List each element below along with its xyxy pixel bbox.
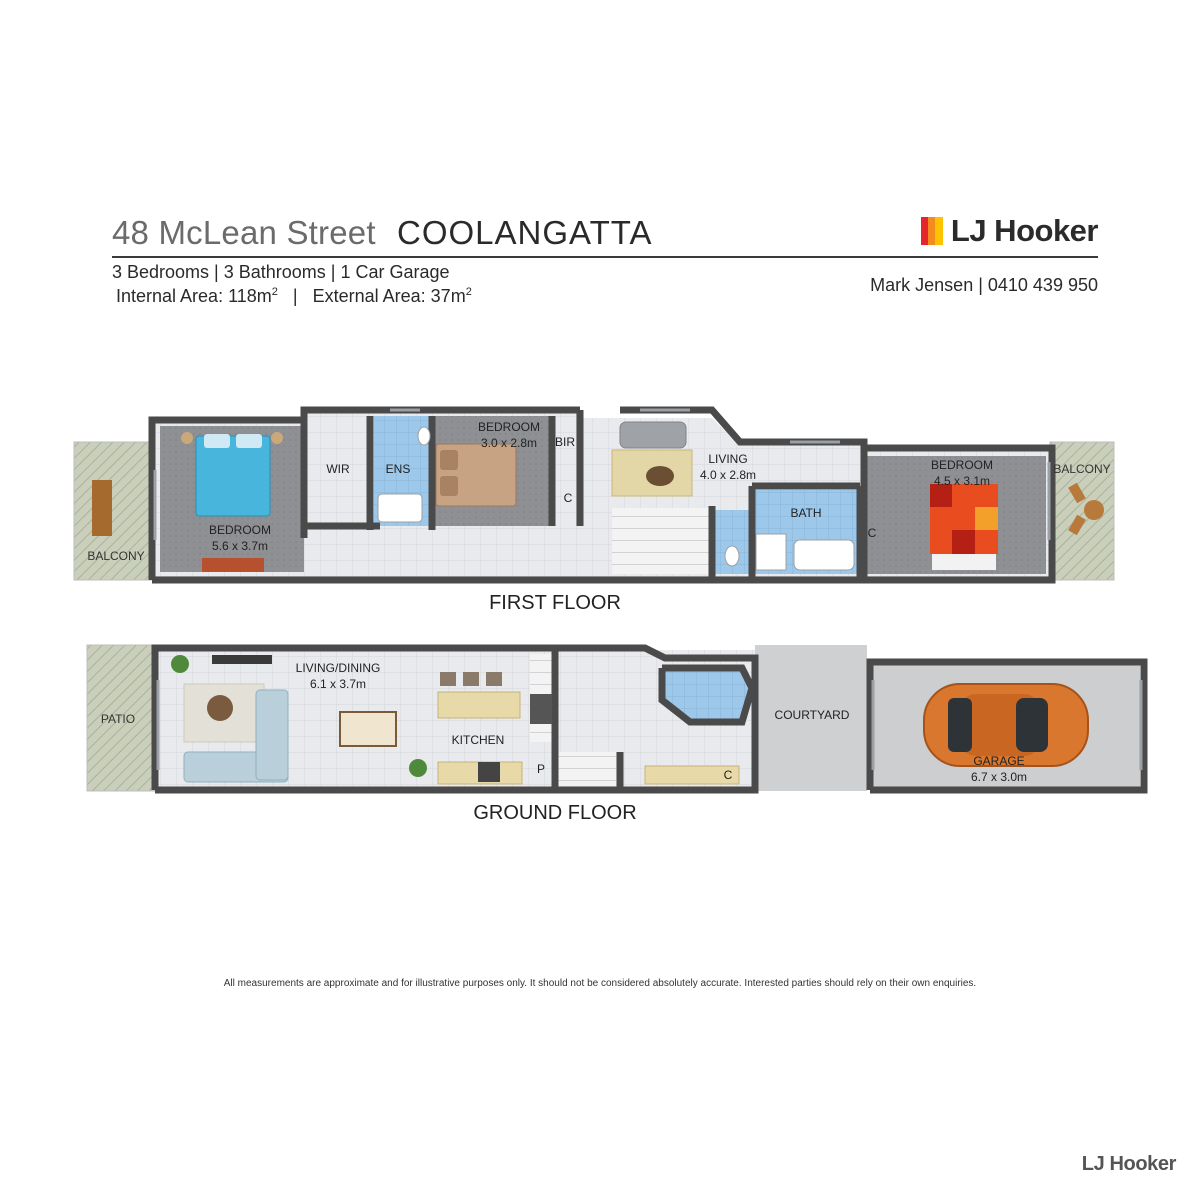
footer-logo: LJ Hooker bbox=[1081, 1153, 1177, 1175]
courtyard bbox=[755, 645, 867, 791]
patio bbox=[86, 644, 156, 792]
ground-floor-walls bbox=[151, 644, 1148, 794]
disclaimer: All measurements are approximate and for… bbox=[223, 978, 977, 989]
header-divider bbox=[112, 256, 1098, 258]
label-kitchen: KITCHEN bbox=[452, 733, 505, 747]
logo-text: LJ Hooker bbox=[950, 213, 1099, 248]
label-living: LIVING bbox=[708, 452, 747, 466]
label-cupboard-1: C bbox=[564, 491, 573, 505]
label-bedroom-3: BEDROOM bbox=[931, 458, 993, 472]
powder-room-floor bbox=[662, 668, 752, 722]
label-ground-cupboard: C bbox=[724, 768, 733, 782]
logo-mark-icon bbox=[920, 217, 943, 245]
living-coffee-table bbox=[646, 466, 674, 486]
label-pantry: P bbox=[537, 762, 545, 776]
property-specs: 3 Bedrooms | 3 Bathrooms | 1 Car Garage bbox=[112, 262, 450, 282]
label-garage: GARAGE bbox=[973, 754, 1024, 768]
label-wir: WIR bbox=[326, 462, 350, 476]
label-master-bedroom-size: 5.6 x 3.7m bbox=[212, 539, 268, 553]
label-bedroom-3-size: 4.5 x 3.1m bbox=[934, 474, 990, 488]
balcony-furniture bbox=[92, 480, 1104, 536]
label-garage-size: 6.7 x 3.0m bbox=[971, 770, 1027, 784]
ground-floor-label: GROUND FLOOR bbox=[473, 802, 636, 824]
internal-area-sup: 2 bbox=[271, 286, 278, 298]
car bbox=[923, 683, 1089, 767]
label-ens: ENS bbox=[386, 462, 411, 476]
master-bed bbox=[181, 432, 283, 517]
bedroom-3-bed bbox=[930, 484, 998, 570]
label-patio: PATIO bbox=[101, 712, 135, 726]
balcony-west bbox=[73, 441, 155, 581]
label-bedroom-2: BEDROOM bbox=[478, 420, 540, 434]
label-courtyard: COURTYARD bbox=[775, 708, 850, 722]
external-area: External Area: 37m bbox=[312, 286, 466, 306]
internal-area: Internal Area: 118m bbox=[116, 286, 272, 306]
label-bir: BIR bbox=[555, 435, 575, 449]
label-living-dining-size: 6.1 x 3.7m bbox=[310, 677, 366, 691]
area-separator: | bbox=[292, 286, 298, 306]
property-suburb: COOLANGATTA bbox=[397, 214, 653, 251]
lj-hooker-logo: LJ Hooker bbox=[920, 213, 1099, 249]
external-area-sup: 2 bbox=[465, 286, 472, 298]
label-bedroom-2-size: 3.0 x 2.8m bbox=[481, 436, 537, 450]
label-bath: BATH bbox=[790, 506, 821, 520]
agent-contact: Mark Jensen | 0410 439 950 bbox=[870, 275, 1098, 295]
master-tv-unit bbox=[202, 558, 264, 572]
first-floor-plan: BALCONY BEDROOM 5.6 x 3.7m WIR ENS BEDRO… bbox=[73, 406, 1115, 584]
property-areas: Internal Area: 118m2 | External Area: 37… bbox=[116, 286, 472, 307]
label-living-dining: LIVING/DINING bbox=[296, 661, 381, 675]
bathroom-fixtures bbox=[377, 426, 855, 571]
first-floor-stairs bbox=[612, 508, 712, 574]
bedroom-2-bed bbox=[435, 443, 517, 507]
label-master-bedroom: BEDROOM bbox=[209, 523, 271, 537]
label-living-size: 4.0 x 2.8m bbox=[700, 468, 756, 482]
label-cupboard-2: C bbox=[868, 526, 877, 540]
first-floor-windows bbox=[153, 408, 1051, 540]
ground-floor-plan: PATIO LIVING/DINING 6.1 x 3.7m KITCHEN P… bbox=[86, 644, 1148, 794]
label-balcony-east: BALCONY bbox=[1053, 462, 1110, 476]
ground-floor-windows bbox=[156, 680, 1143, 770]
ground-stairs-lower bbox=[556, 752, 616, 786]
property-street: 48 McLean Street bbox=[112, 214, 376, 251]
label-balcony-west: BALCONY bbox=[87, 549, 144, 563]
ground-furniture bbox=[171, 655, 740, 785]
living-sofa bbox=[619, 421, 687, 449]
first-floor-label: FIRST FLOOR bbox=[489, 592, 621, 614]
